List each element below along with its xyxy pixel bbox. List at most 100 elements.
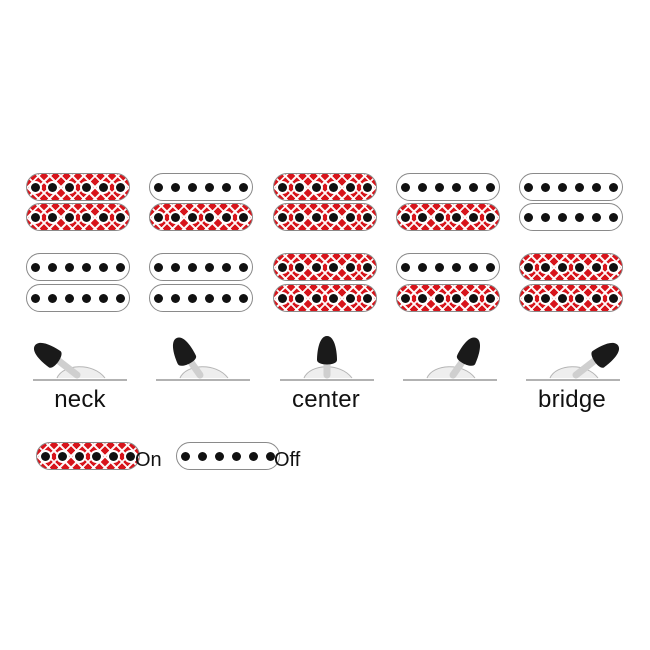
pole-piece xyxy=(312,293,321,303)
pole-piece xyxy=(41,451,50,461)
pole-piece xyxy=(99,262,108,272)
pole-piece xyxy=(65,293,74,303)
pole-piece xyxy=(401,182,410,192)
pole-pieces xyxy=(401,293,495,303)
pole-piece xyxy=(171,182,180,192)
pole-piece xyxy=(435,293,444,303)
pole-piece xyxy=(154,212,163,222)
pole-piece xyxy=(48,182,57,192)
pole-piece xyxy=(239,212,248,222)
pole-pieces xyxy=(278,212,372,222)
pole-piece xyxy=(312,182,321,192)
pole-piece xyxy=(249,451,258,461)
pole-piece xyxy=(592,293,601,303)
bridge-pickup-bottom-coil xyxy=(149,284,253,312)
position-label: neck xyxy=(54,386,106,413)
pole-piece xyxy=(171,212,180,222)
pole-piece xyxy=(239,262,248,272)
pole-piece xyxy=(435,182,444,192)
pole-piece xyxy=(205,262,214,272)
pole-piece xyxy=(99,293,108,303)
pole-piece xyxy=(31,182,40,192)
pole-piece xyxy=(239,182,248,192)
pole-piece xyxy=(82,262,91,272)
pole-piece xyxy=(198,451,207,461)
pole-piece xyxy=(312,212,321,222)
pole-piece xyxy=(452,212,461,222)
pole-piece xyxy=(222,262,231,272)
pole-piece xyxy=(575,212,584,222)
pole-piece xyxy=(486,293,495,303)
pole-piece xyxy=(92,451,101,461)
pole-piece xyxy=(329,293,338,303)
pole-piece xyxy=(363,262,372,272)
pole-piece xyxy=(278,262,287,272)
pole-piece xyxy=(524,182,533,192)
pole-piece xyxy=(116,182,125,192)
pole-piece xyxy=(592,182,601,192)
pole-piece xyxy=(82,293,91,303)
pole-piece xyxy=(329,262,338,272)
neck-pickup-top-coil xyxy=(273,173,377,201)
pole-piece xyxy=(418,182,427,192)
pole-piece xyxy=(188,212,197,222)
neck-pickup-bottom-coil xyxy=(26,203,130,231)
pole-pieces xyxy=(41,451,135,461)
legend-on-coil xyxy=(36,442,140,470)
pole-piece xyxy=(558,182,567,192)
pole-piece xyxy=(58,451,67,461)
pole-piece xyxy=(109,451,118,461)
pole-piece xyxy=(278,182,287,192)
bridge-pickup-bottom-coil xyxy=(26,284,130,312)
pole-piece xyxy=(222,212,231,222)
pole-piece xyxy=(363,293,372,303)
pole-piece xyxy=(48,212,57,222)
pole-piece xyxy=(469,212,478,222)
pole-piece xyxy=(401,262,410,272)
pole-piece xyxy=(558,212,567,222)
pole-piece xyxy=(418,293,427,303)
pole-piece xyxy=(82,182,91,192)
pole-piece xyxy=(592,212,601,222)
bridge-pickup-bottom-coil xyxy=(396,284,500,312)
pole-piece xyxy=(266,451,275,461)
pole-pieces xyxy=(31,293,125,303)
pole-pieces xyxy=(278,293,372,303)
legend-on-label: On xyxy=(135,449,162,471)
pole-piece xyxy=(558,293,567,303)
pole-piece xyxy=(222,293,231,303)
pole-piece xyxy=(99,182,108,192)
pole-piece xyxy=(126,451,135,461)
pole-piece xyxy=(524,212,533,222)
bridge-pickup-top-coil xyxy=(149,253,253,281)
pole-piece xyxy=(346,182,355,192)
pole-pieces xyxy=(31,262,125,272)
pole-piece xyxy=(278,212,287,222)
pole-piece xyxy=(541,293,550,303)
pole-piece xyxy=(469,293,478,303)
pole-piece xyxy=(181,451,190,461)
pole-piece xyxy=(418,212,427,222)
switch-lever-icon xyxy=(526,330,620,386)
pole-piece xyxy=(575,262,584,272)
pole-piece xyxy=(401,293,410,303)
pole-piece xyxy=(188,262,197,272)
neck-pickup-top-coil xyxy=(26,173,130,201)
pole-piece xyxy=(524,293,533,303)
pole-piece xyxy=(188,293,197,303)
pole-piece xyxy=(435,262,444,272)
pole-piece xyxy=(452,262,461,272)
pole-pieces xyxy=(278,182,372,192)
switch-lever-icon xyxy=(403,330,497,386)
position-label: center xyxy=(292,386,360,413)
pole-piece xyxy=(295,262,304,272)
bridge-pickup-bottom-coil xyxy=(273,284,377,312)
pole-piece xyxy=(346,212,355,222)
pole-piece xyxy=(99,212,108,222)
pole-piece xyxy=(205,293,214,303)
pole-piece xyxy=(346,293,355,303)
switch-lever-icon xyxy=(280,330,374,386)
neck-pickup-top-coil xyxy=(149,173,253,201)
pole-piece xyxy=(609,293,618,303)
pole-piece xyxy=(171,262,180,272)
